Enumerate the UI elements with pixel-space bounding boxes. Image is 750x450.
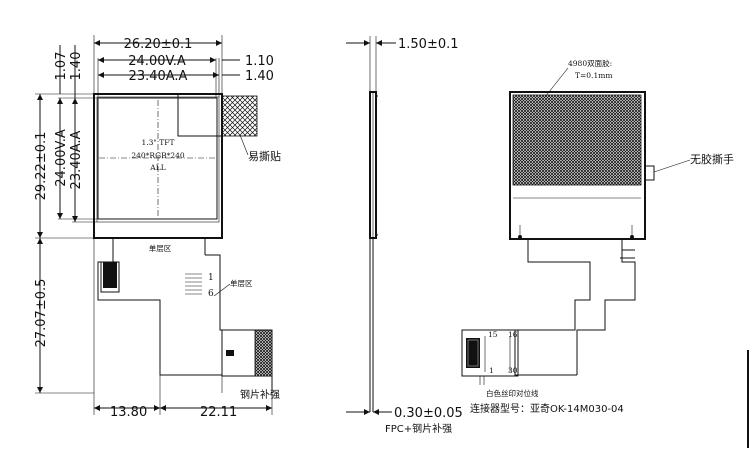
resolution: 240*RGB*240 bbox=[131, 151, 185, 160]
dim-thickness: 1.50±0.1 bbox=[398, 37, 459, 52]
no-glue-tab-label: 无胶撕手 bbox=[690, 152, 734, 166]
dim-aa-height: 23.40A.A bbox=[69, 130, 84, 189]
fpc-stiffener-label: FPC+钢片补强 bbox=[385, 422, 452, 435]
dim-outer-height: 29.22±0.1 bbox=[34, 132, 49, 201]
dim-top-outer: 1.07 bbox=[54, 52, 69, 81]
pin-last: 6 bbox=[208, 289, 214, 299]
pin-30: 30 bbox=[508, 366, 518, 375]
pin-15: 15 bbox=[488, 330, 498, 339]
pin-1: 1 bbox=[489, 366, 494, 375]
dim-aa-width: 23.40A.A bbox=[129, 69, 188, 84]
dim-outer-width: 26.20±0.1 bbox=[124, 37, 193, 52]
dim-right-aa-margin: 1.40 bbox=[245, 69, 274, 84]
pin-16: 16 bbox=[508, 330, 518, 339]
stiffener-label: 钢片补强 bbox=[240, 388, 280, 401]
side-view: 1.50±0.1 0.30±0.05 FPC+钢片补强 bbox=[346, 36, 463, 435]
dim-bottom-right: 22.11 bbox=[200, 405, 237, 420]
pull-tab bbox=[221, 95, 258, 137]
tape-thickness: T=0.1mm bbox=[575, 71, 612, 80]
dim-right-va-margin: 1.10 bbox=[245, 54, 274, 69]
single-layer-label-1: 单层区 bbox=[149, 243, 172, 253]
connector-note: 白色丝印对位线 bbox=[486, 388, 539, 398]
dim-va-width: 24.00V.A bbox=[128, 54, 186, 69]
stiffener bbox=[254, 329, 273, 377]
dim-va-height: 24.00V.A bbox=[54, 129, 69, 187]
dim-top-inner: 1.40 bbox=[69, 52, 84, 81]
no-glue-tab bbox=[644, 165, 655, 181]
contact-pads bbox=[185, 273, 202, 295]
active-area bbox=[97, 97, 218, 220]
connector bbox=[461, 329, 519, 377]
dim-bottom-left: 13.80 bbox=[110, 405, 147, 420]
dim-fpc-thickness: 0.30±0.05 bbox=[394, 406, 463, 421]
double-sided-tape bbox=[512, 94, 642, 186]
back-view: 无胶撕手 4980双面胶: T=0.1mm 15 16 1 30 白色丝印对位线… bbox=[461, 58, 734, 415]
lcd-outline bbox=[93, 93, 223, 239]
pull-tab-label: 易撕贴 bbox=[248, 149, 281, 163]
view-direction: ALL bbox=[149, 163, 165, 172]
connector-model: 连接器型号：亚奇OK-14M030-04 bbox=[470, 402, 624, 415]
dim-fpc-length: 27.07±0.5 bbox=[34, 279, 49, 348]
screen-size: 1.3" TFT bbox=[142, 138, 175, 147]
fpc-component bbox=[103, 262, 117, 288]
pin-first: 1 bbox=[208, 273, 214, 283]
tape-label: 4980双面胶: bbox=[568, 58, 612, 68]
front-view: 26.20±0.1 24.00V.A 23.40A.A 1.10 1.40 29… bbox=[34, 35, 281, 420]
single-layer-label-2: 单层区 bbox=[230, 278, 253, 288]
